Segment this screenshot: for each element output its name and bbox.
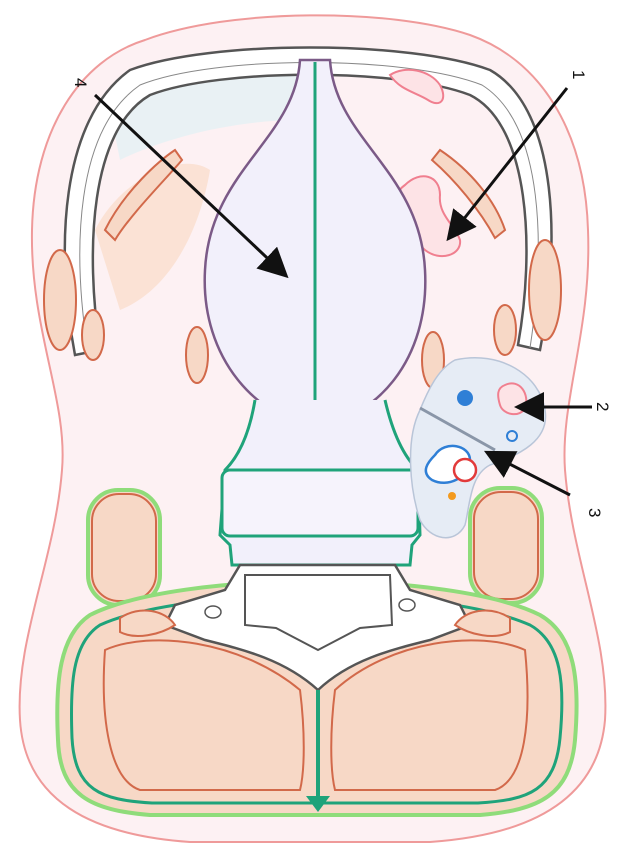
sternocleidomastoid-left (88, 490, 160, 605)
transverse-foramen-right (399, 599, 415, 611)
transverse-foramen-left (205, 606, 221, 618)
pink-vessel-in-bundle (498, 383, 526, 414)
blue-dot-vessel (457, 390, 473, 406)
pterygoid-left (82, 310, 104, 360)
larynx-box (222, 470, 418, 536)
orange-nerve (448, 492, 456, 500)
masseter-left (44, 250, 76, 350)
label-3: 3 (585, 508, 604, 517)
masseter-right (529, 240, 561, 340)
label-4: 4 (71, 78, 90, 87)
label-1: 1 (569, 70, 588, 79)
digastric-left (186, 327, 208, 383)
carotid-artery (454, 459, 476, 481)
pterygoid-right (494, 305, 516, 355)
label-2: 2 (593, 402, 612, 411)
sternocleidomastoid-right (470, 488, 542, 603)
